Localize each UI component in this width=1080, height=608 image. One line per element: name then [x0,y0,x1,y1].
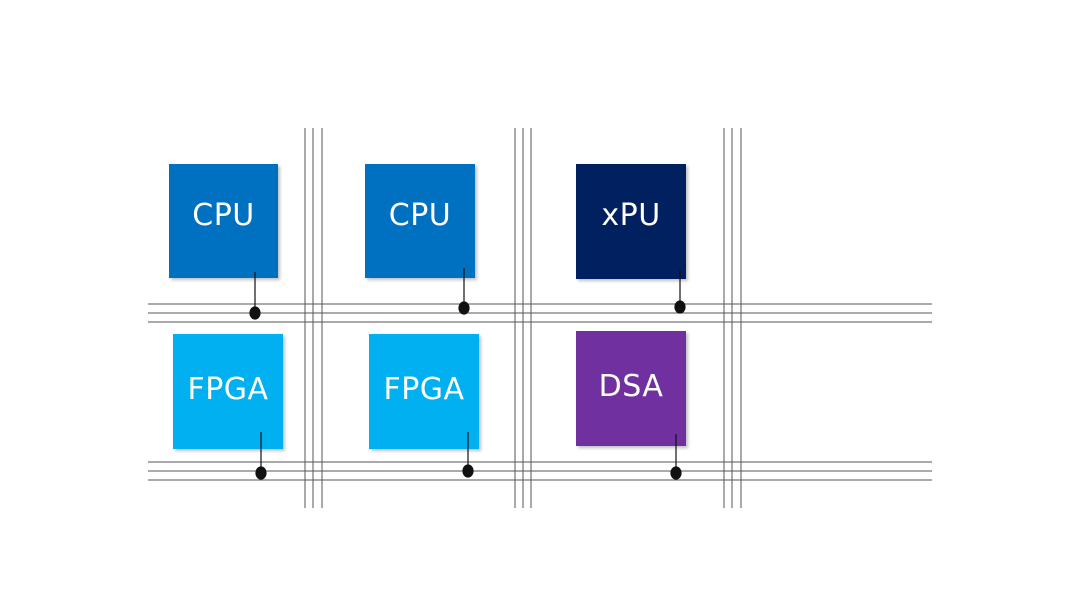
xpu-connector [674,270,686,314]
fpga-chip: FPGA [369,334,479,449]
cpu-chip: CPU [169,164,278,278]
connector-dot [249,306,261,320]
dsa-chip: DSA [576,331,686,446]
fpga-chip: FPGA [173,334,283,449]
connector-dot [458,301,470,315]
dsa-connector [670,434,682,480]
horizontal-bus-lines [148,303,932,481]
xpu-chip: xPU [576,164,686,279]
dsa-label: DSA [598,369,664,404]
vertical-bus-lines [304,128,742,508]
connector-dot [255,466,267,480]
xpu-label: xPU [601,198,661,233]
fpga-1-connector [255,432,267,480]
connector-dot [670,466,682,480]
connector-dot [462,464,474,478]
cpu-label: CPU [388,197,452,233]
cpu-chip: CPU [365,164,475,278]
fpga-2-connector [462,432,474,478]
cpu-label: CPU [192,197,255,233]
cpu-2-connector [458,268,470,315]
fpga-label: FPGA [383,372,465,407]
connector-dot [674,300,686,314]
cpu-1-connector [249,272,261,320]
fpga-label: FPGA [187,372,269,407]
